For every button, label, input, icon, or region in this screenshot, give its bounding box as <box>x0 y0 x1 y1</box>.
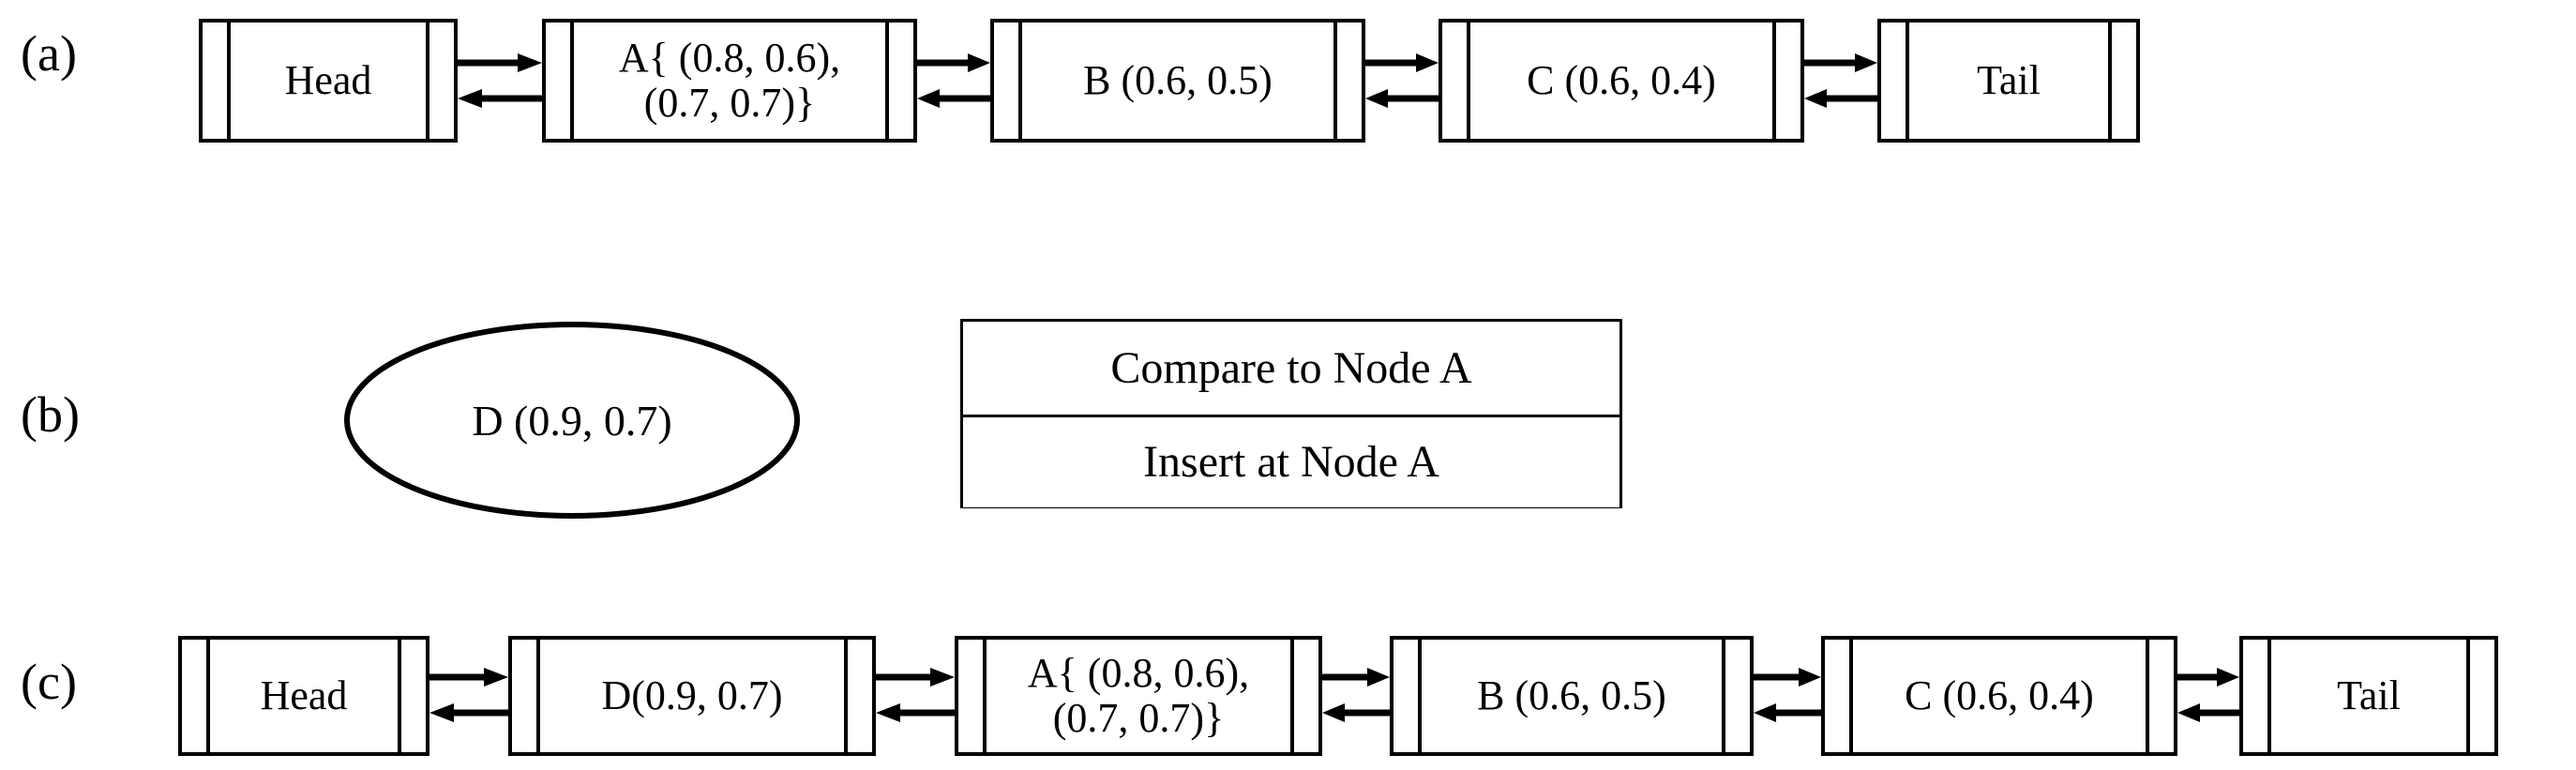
node-label-line-1: A{ (0.8, 0.6), <box>1027 650 1250 697</box>
bidirectional-arrow-b-to-c <box>1365 19 1439 143</box>
linked-list-row-a: Head A{ (0.8, 0.6), (0.7, 0.7)} <box>199 19 2140 143</box>
node-next-pointer-cell <box>398 640 426 752</box>
node-prev-pointer-cell <box>958 640 987 752</box>
node-b-c[interactable]: B (0.6, 0.5) <box>1390 636 1754 756</box>
node-head-c[interactable]: Head <box>178 636 429 756</box>
node-label-line-1: C (0.6, 0.4) <box>1527 57 1716 104</box>
operation-row-compare[interactable]: Compare to Node A <box>963 322 1619 415</box>
node-next-pointer-cell <box>1290 640 1318 752</box>
node-prev-pointer-cell <box>1825 640 1853 752</box>
node-label-line-1: Head <box>284 57 372 104</box>
node-label-line-1: C (0.6, 0.4) <box>1905 672 2094 719</box>
node-label-line-2: (0.7, 0.7)} <box>643 80 816 126</box>
node-label-head: Head <box>210 640 398 752</box>
node-label-c: C (0.6, 0.4) <box>1853 640 2146 752</box>
node-prev-pointer-cell <box>182 640 210 752</box>
bidirectional-arrow-head-to-d <box>429 636 508 756</box>
node-next-pointer-cell <box>2146 640 2174 752</box>
node-label-tail: Tail <box>1909 23 2108 139</box>
node-tail-a[interactable]: Tail <box>1877 19 2140 143</box>
node-next-pointer-cell <box>1333 23 1362 139</box>
node-label-b: B (0.6, 0.5) <box>1422 640 1722 752</box>
node-b-a[interactable]: B (0.6, 0.5) <box>990 19 1365 143</box>
node-next-pointer-cell <box>844 640 872 752</box>
operation-table: Compare to Node A Insert at Node A <box>960 319 1622 508</box>
node-tail-c[interactable]: Tail <box>2239 636 2498 756</box>
node-label-line-1: Tail <box>2337 672 2401 719</box>
operation-row-insert[interactable]: Insert at Node A <box>963 415 1619 507</box>
node-next-pointer-cell <box>1772 23 1800 139</box>
operation-label-compare: Compare to Node A <box>1110 342 1472 393</box>
operation-label-insert: Insert at Node A <box>1143 437 1439 487</box>
node-next-pointer-cell <box>2466 640 2494 752</box>
node-c-c[interactable]: C (0.6, 0.4) <box>1821 636 2177 756</box>
bidirectional-arrow-b-to-c <box>1754 636 1821 756</box>
node-label-b: B (0.6, 0.5) <box>1022 23 1333 139</box>
node-next-pointer-cell <box>885 23 913 139</box>
node-label-line-1: Tail <box>1977 57 2041 104</box>
bidirectional-arrow-head-to-a <box>458 19 542 143</box>
bidirectional-arrow-c-to-tail <box>2177 636 2239 756</box>
node-label-c: C (0.6, 0.4) <box>1470 23 1772 139</box>
node-prev-pointer-cell <box>994 23 1022 139</box>
node-label-line-1: A{ (0.8, 0.6), <box>618 35 841 82</box>
node-next-pointer-cell <box>1722 640 1750 752</box>
node-prev-pointer-cell <box>546 23 574 139</box>
bidirectional-arrow-a-to-b <box>1322 636 1390 756</box>
node-label-line-1: D(0.9, 0.7) <box>601 672 783 719</box>
node-label-tail: Tail <box>2271 640 2466 752</box>
node-a-c[interactable]: A{ (0.8, 0.6), (0.7, 0.7)} <box>955 636 1322 756</box>
row-label-a: (a) <box>21 25 77 82</box>
node-next-pointer-cell <box>426 23 454 139</box>
node-a-a[interactable]: A{ (0.8, 0.6), (0.7, 0.7)} <box>542 19 917 143</box>
linked-list-row-c: Head D(0.9, 0.7) <box>178 636 2498 756</box>
new-node-ellipse[interactable]: D (0.9, 0.7) <box>342 321 802 520</box>
bidirectional-arrow-c-to-tail <box>1804 19 1877 143</box>
row-label-b: (b) <box>21 386 80 443</box>
node-label-line-1: Head <box>260 672 348 719</box>
node-head-a[interactable]: Head <box>199 19 458 143</box>
node-next-pointer-cell <box>2108 23 2136 139</box>
node-d-c[interactable]: D(0.9, 0.7) <box>508 636 876 756</box>
row-label-c: (c) <box>21 654 77 710</box>
bidirectional-arrow-a-to-b <box>917 19 990 143</box>
node-prev-pointer-cell <box>2243 640 2271 752</box>
node-label-line-1: B (0.6, 0.5) <box>1083 57 1273 104</box>
new-node-label: D (0.9, 0.7) <box>472 396 672 445</box>
node-prev-pointer-cell <box>1393 640 1422 752</box>
node-prev-pointer-cell <box>512 640 540 752</box>
node-c-a[interactable]: C (0.6, 0.4) <box>1439 19 1804 143</box>
node-label-head: Head <box>231 23 426 139</box>
node-label-a: A{ (0.8, 0.6), (0.7, 0.7)} <box>987 640 1290 752</box>
node-prev-pointer-cell <box>1881 23 1909 139</box>
node-label-line-2: (0.7, 0.7)} <box>1052 695 1225 741</box>
node-label-a: A{ (0.8, 0.6), (0.7, 0.7)} <box>574 23 885 139</box>
node-label-d: D(0.9, 0.7) <box>540 640 844 752</box>
node-prev-pointer-cell <box>203 23 231 139</box>
bidirectional-arrow-d-to-a <box>876 636 955 756</box>
node-label-line-1: B (0.6, 0.5) <box>1477 672 1666 719</box>
node-prev-pointer-cell <box>1442 23 1470 139</box>
